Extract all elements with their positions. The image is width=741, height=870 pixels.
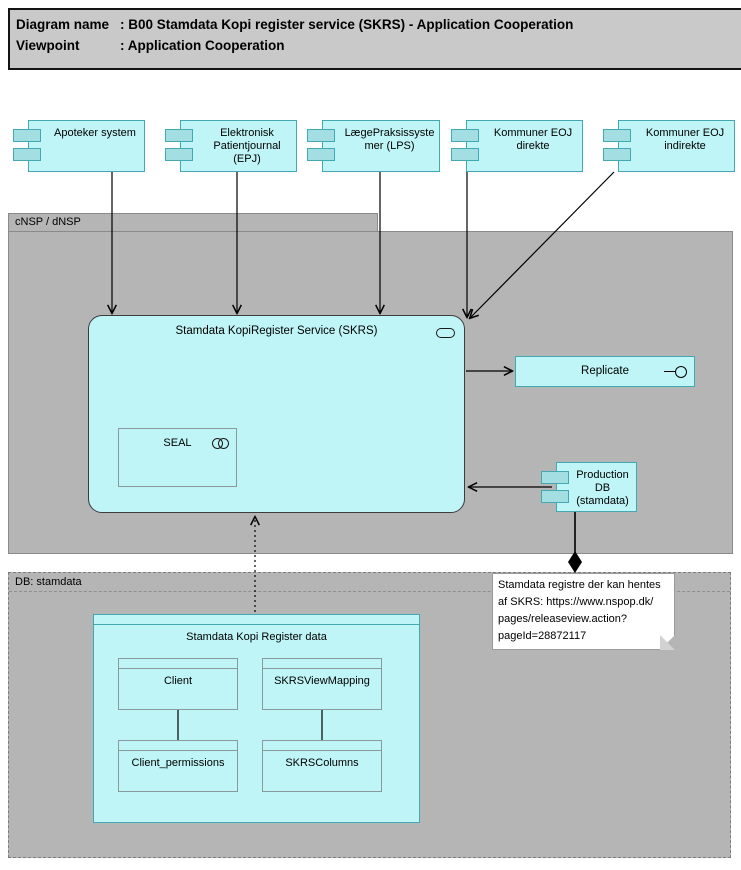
component-lps[interactable]: LægePraksissyste mer (LPS) [307,120,440,172]
seal-label: SEAL [163,437,192,449]
dataobject-client-permissions[interactable]: Client_permissions [118,740,238,792]
viewpoint-row-label: Viewpoint [16,38,80,53]
interface-replicate[interactable]: Replicate [515,356,695,387]
interface-lollipop-icon [664,357,687,386]
dataobject-band [94,615,419,625]
dataobject-label: Client_permissions [131,757,225,769]
component-label: Elektronisk Patientjournal (EPJ) [213,127,281,165]
dataobject-label: Stamdata Kopi Register data [186,631,327,643]
component-production-db[interactable]: Production DB (stamdata) [541,462,637,512]
note-text: Stamdata registre der kan hentes af SKRS… [498,579,661,642]
component-label: Apoteker system [54,127,136,139]
note-fold-shade [660,635,675,650]
component-icon [603,148,631,161]
diagram-title-block: Diagram name : B00 Stamdata Kopi registe… [8,8,741,70]
component-epj[interactable]: Elektronisk Patientjournal (EPJ) [165,120,297,172]
component-kommuner-eoj-direkte[interactable]: Kommuner EOJ direkte [451,120,583,172]
collaboration-icon [212,438,229,449]
title-row-value: : B00 Stamdata Kopi register service (SK… [120,17,574,32]
composition-diamond [568,551,582,573]
replicate-label: Replicate [581,365,629,377]
component-icon [307,148,335,161]
dataobject-label: SKRSViewMapping [274,675,370,687]
component-icon [165,129,193,142]
component-icon [165,148,193,161]
component-label: Kommuner EOJ direkte [493,127,573,152]
dataobject-skrsviewmapping[interactable]: SKRSViewMapping [262,658,382,710]
group-cnsp-label: cNSP / dNSP [15,216,81,228]
component-icon [541,471,569,484]
dataobject-client[interactable]: Client [118,658,238,710]
component-label: LægePraksissyste mer (LPS) [344,127,435,152]
dataobject-band [263,741,381,751]
component-label: Production DB (stamdata) [576,469,629,507]
note-stamdata-registre[interactable]: Stamdata registre der kan hentes af SKRS… [492,573,675,650]
component-kommuner-eoj-indirekte[interactable]: Kommuner EOJ indirekte [603,120,735,172]
dataobject-label: Client [163,675,193,687]
component-label: Kommuner EOJ indirekte [645,127,725,152]
viewpoint-row-value: : Application Cooperation [120,38,285,53]
application-service-icon [436,328,455,338]
dataobject-skrscolumns[interactable]: SKRSColumns [262,740,382,792]
component-icon [13,129,41,142]
component-icon [603,129,631,142]
component-icon [541,490,569,503]
component-icon [13,148,41,161]
title-row-label: Diagram name [16,17,110,32]
group-db-label: DB: stamdata [15,576,82,588]
group-cnsp-tab[interactable]: cNSP / dNSP [8,213,378,231]
service-label: Stamdata KopiRegister Service (SKRS) [175,325,378,337]
dataobject-label: SKRSColumns [285,757,359,769]
component-apoteker-system[interactable]: Apoteker system [13,120,145,172]
dataobject-band [119,659,237,669]
collaboration-seal[interactable]: SEAL [118,428,237,487]
component-icon [307,129,335,142]
component-icon [451,148,479,161]
dataobject-band [263,659,381,669]
dataobject-band [119,741,237,751]
component-icon [451,129,479,142]
